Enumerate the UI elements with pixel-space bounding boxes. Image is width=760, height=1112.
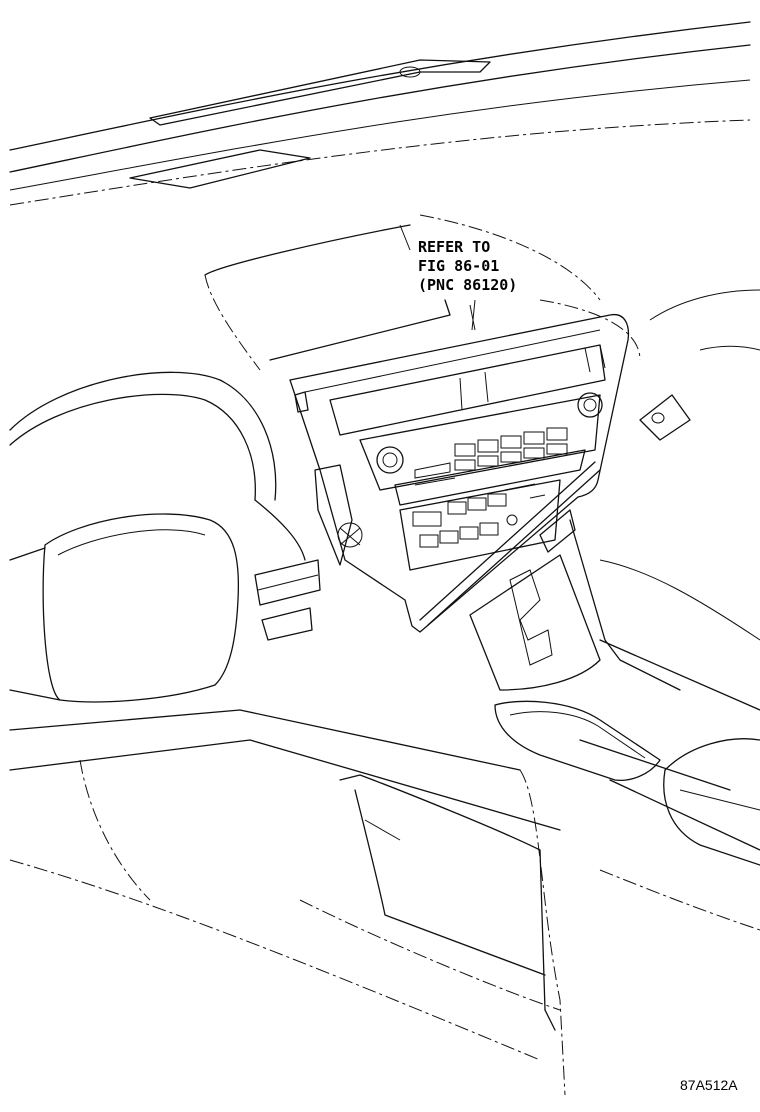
center-audio-panel <box>289 313 630 633</box>
reference-callout: REFER TO FIG 86-01 (PNC 86120) <box>418 238 517 295</box>
center-console-storage <box>494 700 760 851</box>
callout-leaders <box>399 224 476 331</box>
callout-line-3: (PNC 86120) <box>418 276 518 294</box>
callout-line-1: REFER TO <box>418 238 491 256</box>
steering-wheel <box>9 371 306 703</box>
callout-line-2: FIG 86-01 <box>418 257 500 275</box>
shift-lever-console <box>469 289 760 711</box>
armrest <box>663 738 760 866</box>
air-vent <box>254 394 691 641</box>
figure-code: 87A512A <box>680 1077 738 1093</box>
glove-box <box>9 709 760 1096</box>
instrument-panel-top <box>9 21 751 301</box>
upper-display-hood <box>204 224 641 371</box>
